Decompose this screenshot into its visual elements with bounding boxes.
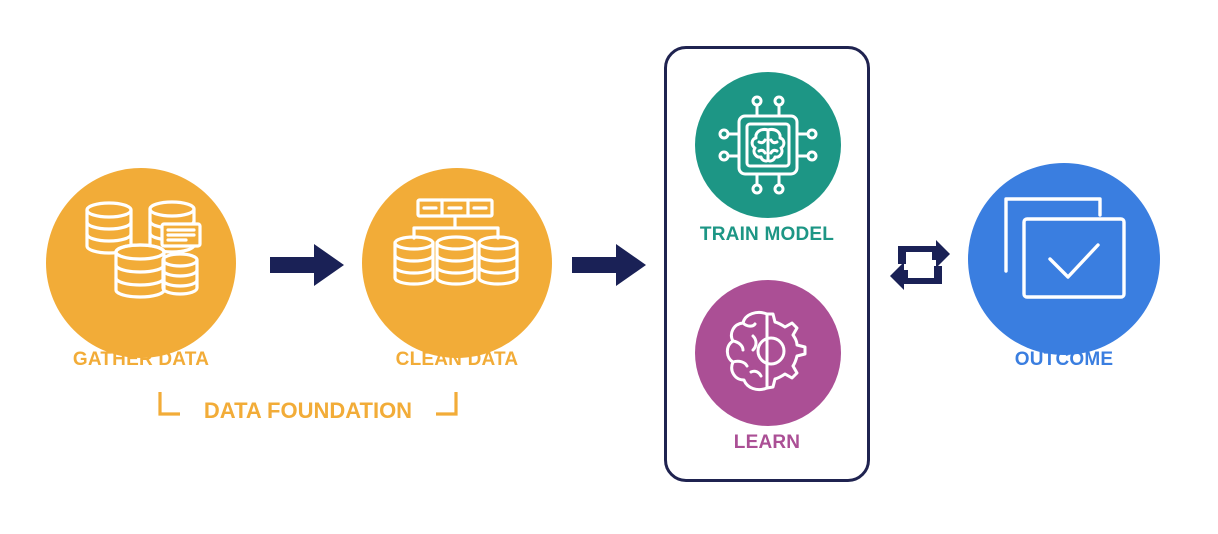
clean-data-label: CLEAN DATA xyxy=(395,349,519,370)
outcome-label: OUTCOME xyxy=(1014,349,1114,370)
bracket-icon xyxy=(158,392,458,416)
gather-data-label: GATHER DATA xyxy=(72,349,210,370)
train-model-label: TRAIN MODEL xyxy=(699,224,835,245)
gather-data-circle xyxy=(46,168,236,358)
data-foundation-bracket: DATA FOUNDATION xyxy=(158,390,458,430)
arrow-right-icon xyxy=(270,244,344,286)
learn-label: LEARN xyxy=(733,432,801,453)
model-group-box xyxy=(664,46,870,482)
cycle-arrows-icon xyxy=(890,240,950,290)
learn-circle xyxy=(695,280,841,426)
data-foundation-label: DATA FOUNDATION xyxy=(203,398,413,423)
arrow-right-icon xyxy=(572,244,646,286)
windows-checkmark-icon xyxy=(1004,197,1126,299)
outcome-circle xyxy=(968,163,1160,355)
brain-gear-icon xyxy=(725,310,807,392)
ai-chip-brain-icon xyxy=(718,95,818,195)
clean-data-circle xyxy=(362,168,552,358)
train-model-circle xyxy=(695,72,841,218)
database-cluster-icon xyxy=(393,198,519,286)
database-stack-icon xyxy=(85,200,202,299)
